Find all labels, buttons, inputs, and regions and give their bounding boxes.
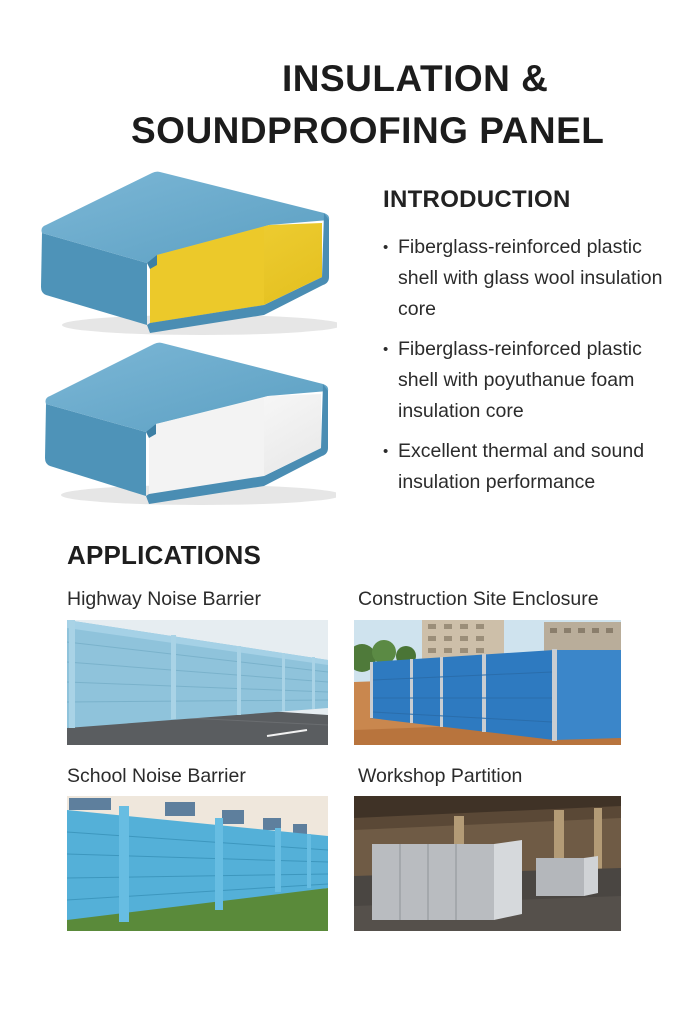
application-label-school: School Noise Barrier xyxy=(67,765,246,787)
introduction-list: • Fiberglass-reinforced plastic shell wi… xyxy=(383,232,673,507)
introduction-item-text: Fiberglass-reinforced plastic shell with… xyxy=(398,236,663,320)
introduction-heading: INTRODUCTION xyxy=(383,186,571,213)
introduction-item: • Fiberglass-reinforced plastic shell wi… xyxy=(383,334,673,427)
introduction-item: • Fiberglass-reinforced plastic shell wi… xyxy=(383,232,673,325)
introduction-item-text: Fiberglass-reinforced plastic shell with… xyxy=(398,338,642,422)
workshop-partition-image xyxy=(354,796,621,931)
title-line-1: INSULATION & xyxy=(282,58,549,99)
application-label-workshop: Workshop Partition xyxy=(358,765,523,787)
title-line-2: SOUNDPROOFING PANEL xyxy=(131,110,605,151)
glass-wool-panel-illustration xyxy=(41,171,337,335)
foam-panel-illustration xyxy=(45,342,336,505)
construction-site-enclosure-image xyxy=(354,620,621,745)
bullet-icon: • xyxy=(383,239,389,256)
highway-noise-barrier-image xyxy=(67,620,328,745)
introduction-item: • Excellent thermal and sound insulation… xyxy=(383,436,673,498)
application-label-highway: Highway Noise Barrier xyxy=(67,588,261,610)
school-noise-barrier-image xyxy=(67,796,328,931)
applications-heading: APPLICATIONS xyxy=(67,540,262,570)
introduction-item-text: Excellent thermal and sound insulation p… xyxy=(398,440,645,493)
bullet-icon: • xyxy=(383,341,389,358)
application-label-construction: Construction Site Enclosure xyxy=(358,588,599,610)
bullet-icon: • xyxy=(383,443,389,460)
